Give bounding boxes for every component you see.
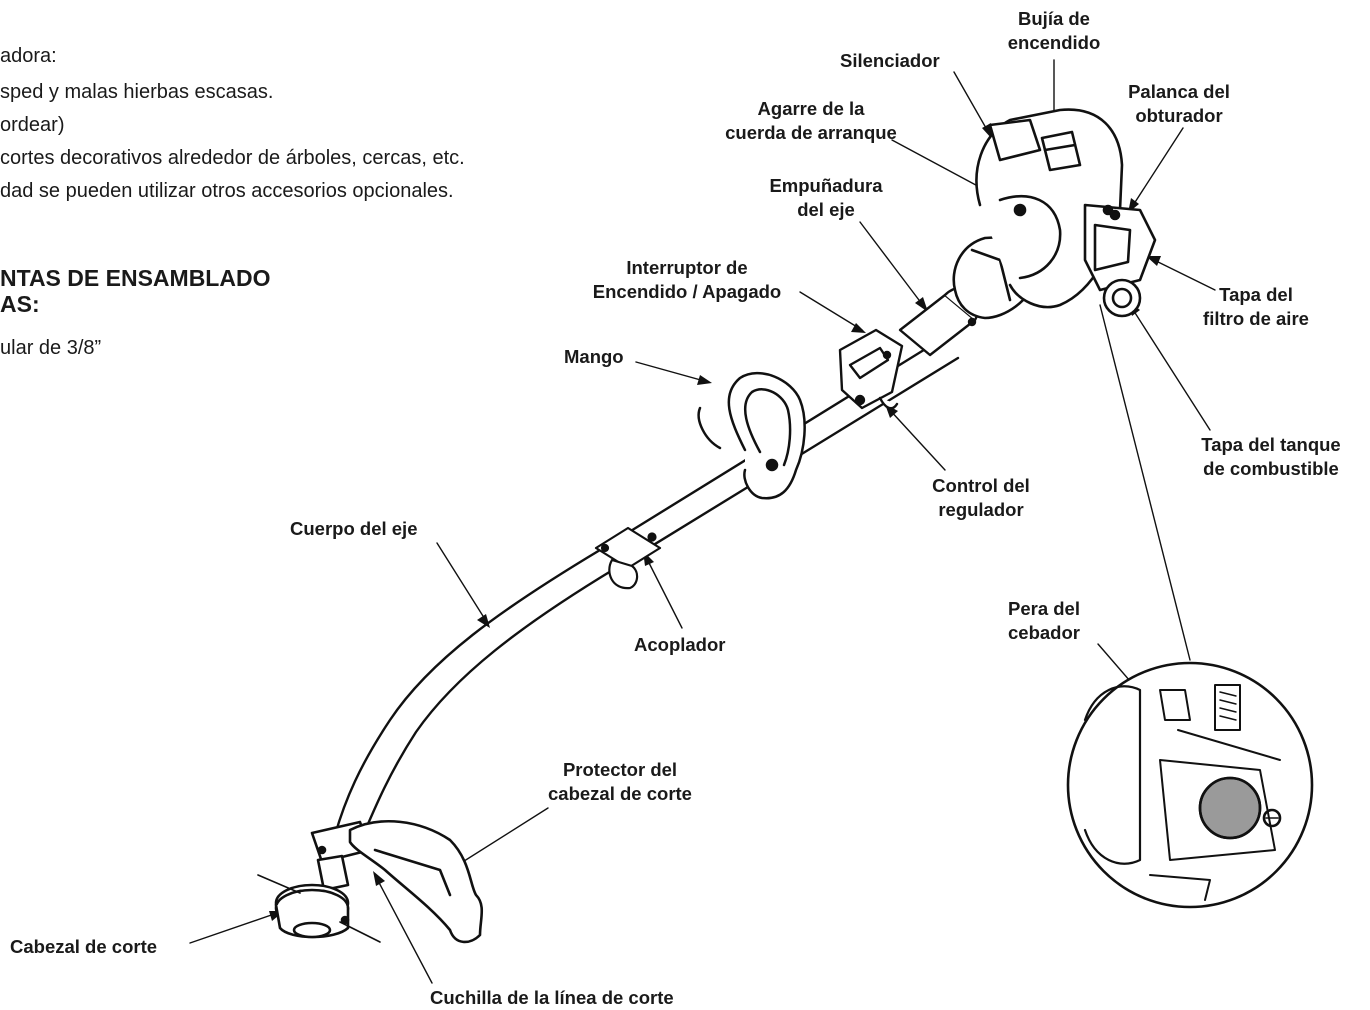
intro-line-5: dad se pueden utilizar otros accesorios …	[0, 180, 454, 202]
intro-line-2: sped y malas hierbas escasas.	[0, 81, 274, 103]
leader-lines	[189, 59, 1221, 984]
intro-line-1: adora:	[0, 45, 57, 67]
label-silenciador: Silenciador	[840, 50, 940, 71]
primer-bulb-inset	[1066, 661, 1314, 909]
tool-item: ular de 3/8”	[0, 337, 102, 359]
intro-line-3: ordear)	[0, 114, 65, 136]
section-heading-line-1: NTAS DE ENSAMBLADO	[0, 265, 271, 291]
trimmer-head-drawing	[274, 820, 484, 944]
intro-line-4: cortes decorativos alrededor de árboles,…	[0, 147, 465, 169]
switch-housing	[838, 328, 904, 410]
label-acoplador: Acoplador	[634, 634, 726, 655]
label-cabezal-corte: Cabezal de corte	[10, 936, 158, 957]
trimming-line	[257, 874, 381, 943]
handle-drawing	[697, 371, 806, 500]
coupler-drawing	[594, 526, 662, 590]
section-heading-line-2: AS:	[0, 291, 40, 317]
label-cuerpo-eje: Cuerpo del eje	[290, 518, 418, 539]
label-mango: Mango	[564, 346, 624, 367]
shaft	[333, 338, 960, 840]
engine-drawing	[952, 108, 1157, 320]
label-cuchilla: Cuchilla de la línea de corte	[430, 987, 674, 1008]
